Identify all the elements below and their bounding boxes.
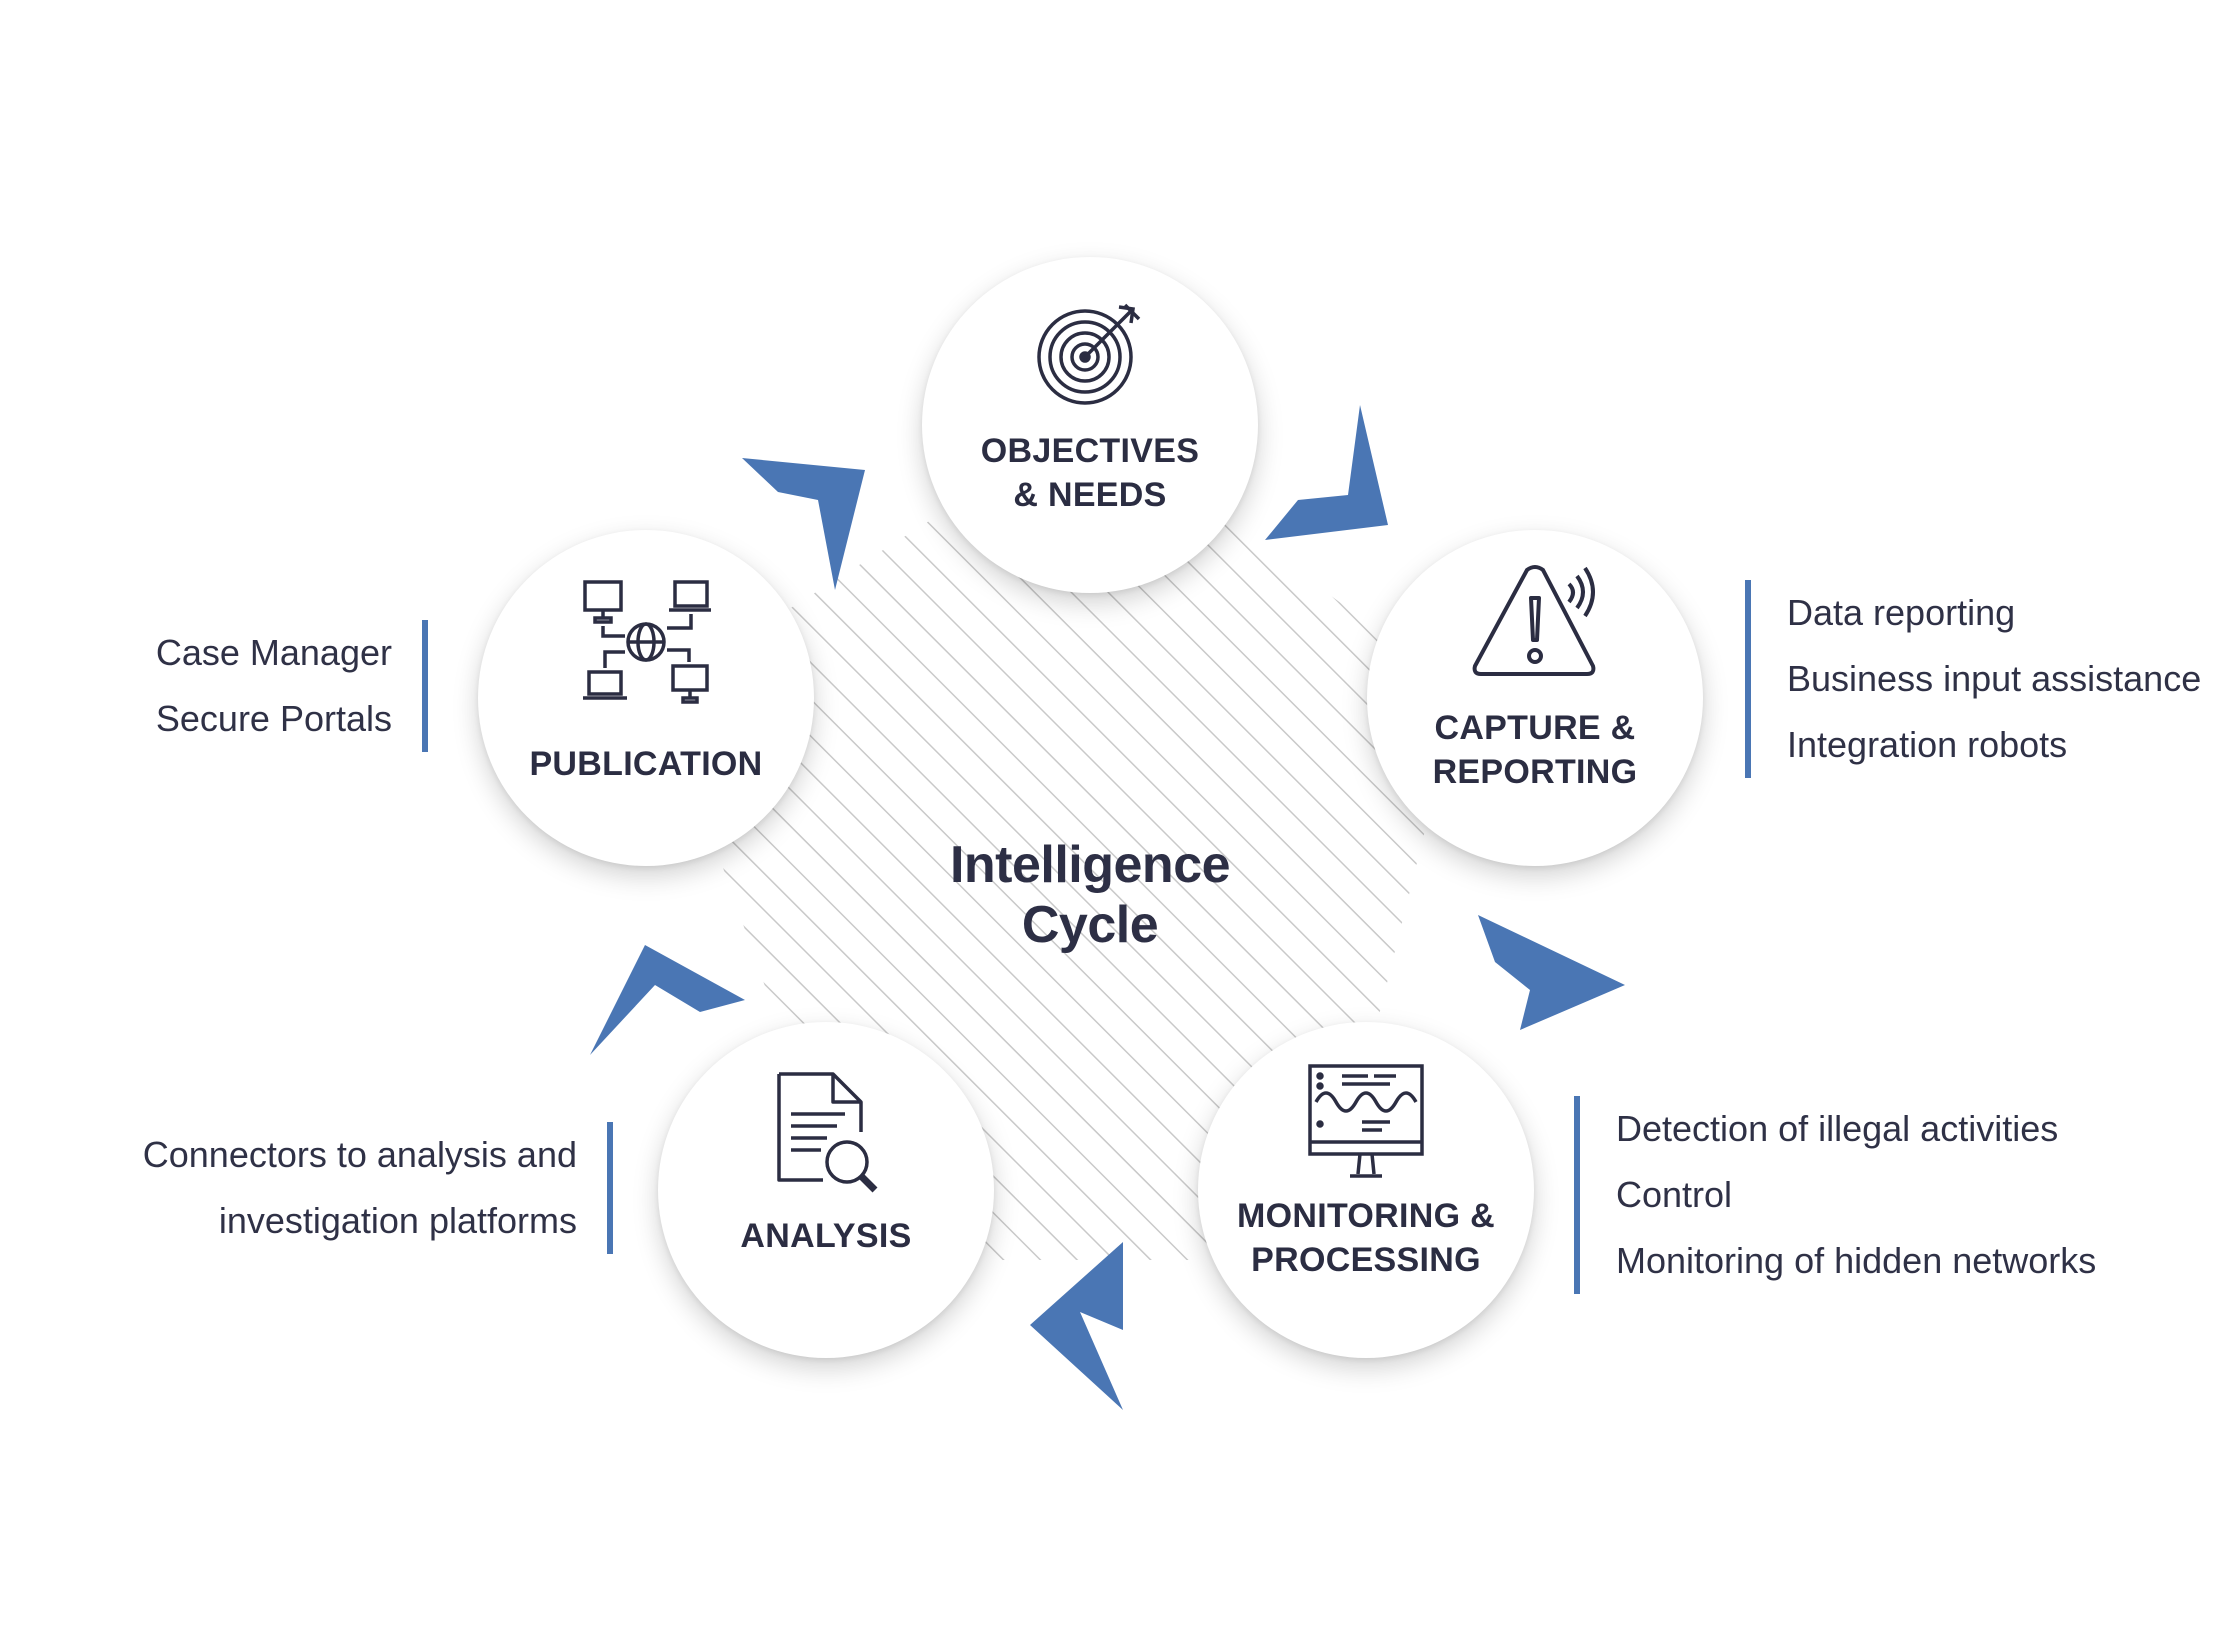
warning-signal-icon bbox=[1465, 562, 1605, 687]
node-label-line1: ANALYSIS bbox=[740, 1217, 912, 1255]
detail-item: Secure Portals bbox=[155, 698, 392, 739]
network-devices-icon bbox=[581, 578, 711, 709]
publication-details: Case Manager Secure Portals bbox=[120, 620, 428, 752]
node-label: MONITORING & PROCESSING bbox=[1198, 1194, 1534, 1282]
accent-bar bbox=[1745, 580, 1751, 778]
node-label: PUBLICATION bbox=[478, 742, 814, 786]
node-monitoring-processing: MONITORING & PROCESSING bbox=[1198, 1022, 1534, 1358]
detail-item: Control bbox=[1616, 1174, 1733, 1215]
target-icon bbox=[1035, 297, 1145, 412]
accent-bar bbox=[422, 620, 428, 752]
node-objectives-needs: OBJECTIVES & NEEDS bbox=[922, 257, 1258, 593]
arrow-objectives-to-capture bbox=[1265, 405, 1388, 540]
node-analysis: ANALYSIS bbox=[658, 1022, 994, 1358]
node-label-line1: OBJECTIVES bbox=[980, 432, 1200, 470]
accent-bar bbox=[1574, 1096, 1580, 1294]
detail-item: Case Manager bbox=[155, 632, 392, 673]
detail-item: investigation platforms bbox=[218, 1200, 577, 1241]
node-label-line1: CAPTURE & bbox=[1434, 709, 1636, 747]
node-label: ANALYSIS bbox=[658, 1214, 994, 1258]
detail-item: Connectors to analysis and bbox=[142, 1134, 577, 1175]
detail-item: Business input assistance bbox=[1787, 658, 2202, 699]
document-search-icon bbox=[771, 1070, 881, 1201]
diagram-title: Intelligence Cycle bbox=[949, 836, 1231, 954]
node-label-line2: PROCESSING bbox=[1251, 1241, 1481, 1279]
analysis-details: Connectors to analysis and investigation… bbox=[120, 1122, 613, 1254]
node-label-line2: REPORTING bbox=[1432, 753, 1638, 791]
arrow-capture-to-monitoring bbox=[1478, 915, 1625, 1030]
monitor-waveform-icon bbox=[1306, 1062, 1426, 1187]
detail-item: Integration robots bbox=[1787, 724, 2068, 765]
monitoring-details: Detection of illegal activities Control … bbox=[1574, 1096, 2216, 1294]
node-label: CAPTURE & REPORTING bbox=[1367, 706, 1703, 794]
node-label-line1: MONITORING & bbox=[1237, 1197, 1495, 1235]
detail-item: Data reporting bbox=[1787, 592, 2016, 633]
node-label-line1: PUBLICATION bbox=[529, 745, 763, 783]
node-publication: PUBLICATION bbox=[478, 530, 814, 866]
node-label: OBJECTIVES & NEEDS bbox=[922, 429, 1258, 517]
accent-bar bbox=[607, 1122, 613, 1254]
node-capture-reporting: CAPTURE & REPORTING bbox=[1367, 530, 1703, 866]
capture-details: Data reporting Business input assistance… bbox=[1745, 580, 2227, 778]
node-label-line2: & NEEDS bbox=[1013, 476, 1167, 514]
detail-item: Detection of illegal activities bbox=[1616, 1108, 2059, 1149]
arrow-analysis-to-publication bbox=[590, 945, 745, 1055]
detail-item: Monitoring of hidden networks bbox=[1616, 1240, 2097, 1281]
arrow-monitoring-to-analysis bbox=[1030, 1242, 1123, 1410]
arrow-publication-to-objectives bbox=[742, 458, 865, 590]
